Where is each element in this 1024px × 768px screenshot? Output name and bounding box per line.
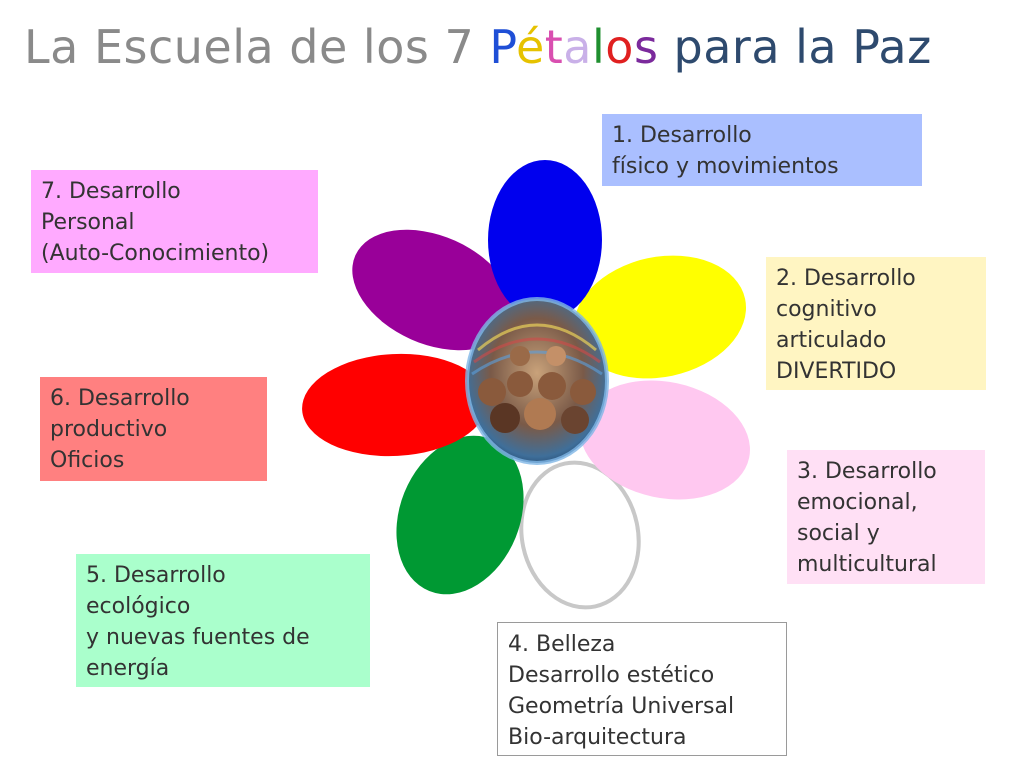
page-title: La Escuela de los 7 Pétalos para la Paz [24,20,932,74]
box-line: multicultural [797,552,937,577]
box-desarrollo-fisico: 1. Desarrollo físico y movimientos [602,114,922,186]
title-letter: s [633,20,659,74]
box-line: 5. Desarrollo [86,563,226,588]
box-line: Desarrollo estético [508,663,715,688]
box-line: social y [797,521,880,546]
box-desarrollo-personal: 7. Desarrollo Personal (Auto-Conocimient… [31,170,318,273]
petal-fisico [488,160,602,320]
title-letter: P [489,20,516,74]
petal-belleza [519,460,641,610]
title-letter: t [544,20,564,74]
box-line: Geometría Universal [508,694,735,719]
title-letter: o [605,20,634,74]
title-prefix: La Escuela de los 7 [24,20,490,74]
box-line: DIVERTIDO [776,359,897,384]
box-line: 7. Desarrollo [41,179,181,204]
box-line: (Auto-Conocimiento) [41,241,270,266]
box-line: 3. Desarrollo [797,459,937,484]
box-line: físico y movimientos [612,154,839,179]
box-desarrollo-productivo: 6. Desarrollo productivo Oficios [40,377,267,481]
petal-cognitivo [573,255,747,379]
box-line: emocional, [797,490,918,515]
petal-ecologico [396,435,524,595]
box-line: articulado [776,328,887,353]
petal-personal [352,229,514,351]
title-suffix: para la Paz [658,20,932,74]
box-line: Personal [41,210,135,235]
title-highlight-petalos: Pétalos [489,20,658,74]
box-line: ecológico [86,594,191,619]
box-desarrollo-ecologico: 5. Desarrollo ecológico y nuevas fuentes… [76,554,370,687]
box-line: Oficios [50,448,125,473]
box-line: cognitivo [776,297,877,322]
box-line: 6. Desarrollo [50,386,190,411]
children-globe-image [465,297,609,465]
box-line: 2. Desarrollo [776,266,916,291]
title-letter: a [563,20,592,74]
box-desarrollo-cognitivo: 2. Desarrollo cognitivo articulado DIVER… [766,257,986,390]
petal-productivo [302,353,488,457]
box-desarrollo-emocional: 3. Desarrollo emocional, social y multic… [787,450,985,584]
box-belleza: 4. Belleza Desarrollo estético Geometría… [497,622,787,756]
box-line: productivo [50,417,168,442]
box-line: 4. Belleza [508,632,616,657]
title-letter: é [515,20,545,74]
box-line: y nuevas fuentes de [86,625,310,650]
box-line: 1. Desarrollo [612,123,752,148]
petal-emocional [580,380,750,500]
box-line: Bio-arquitectura [508,725,687,750]
box-line: energía [86,656,170,681]
title-letter: l [592,20,606,74]
